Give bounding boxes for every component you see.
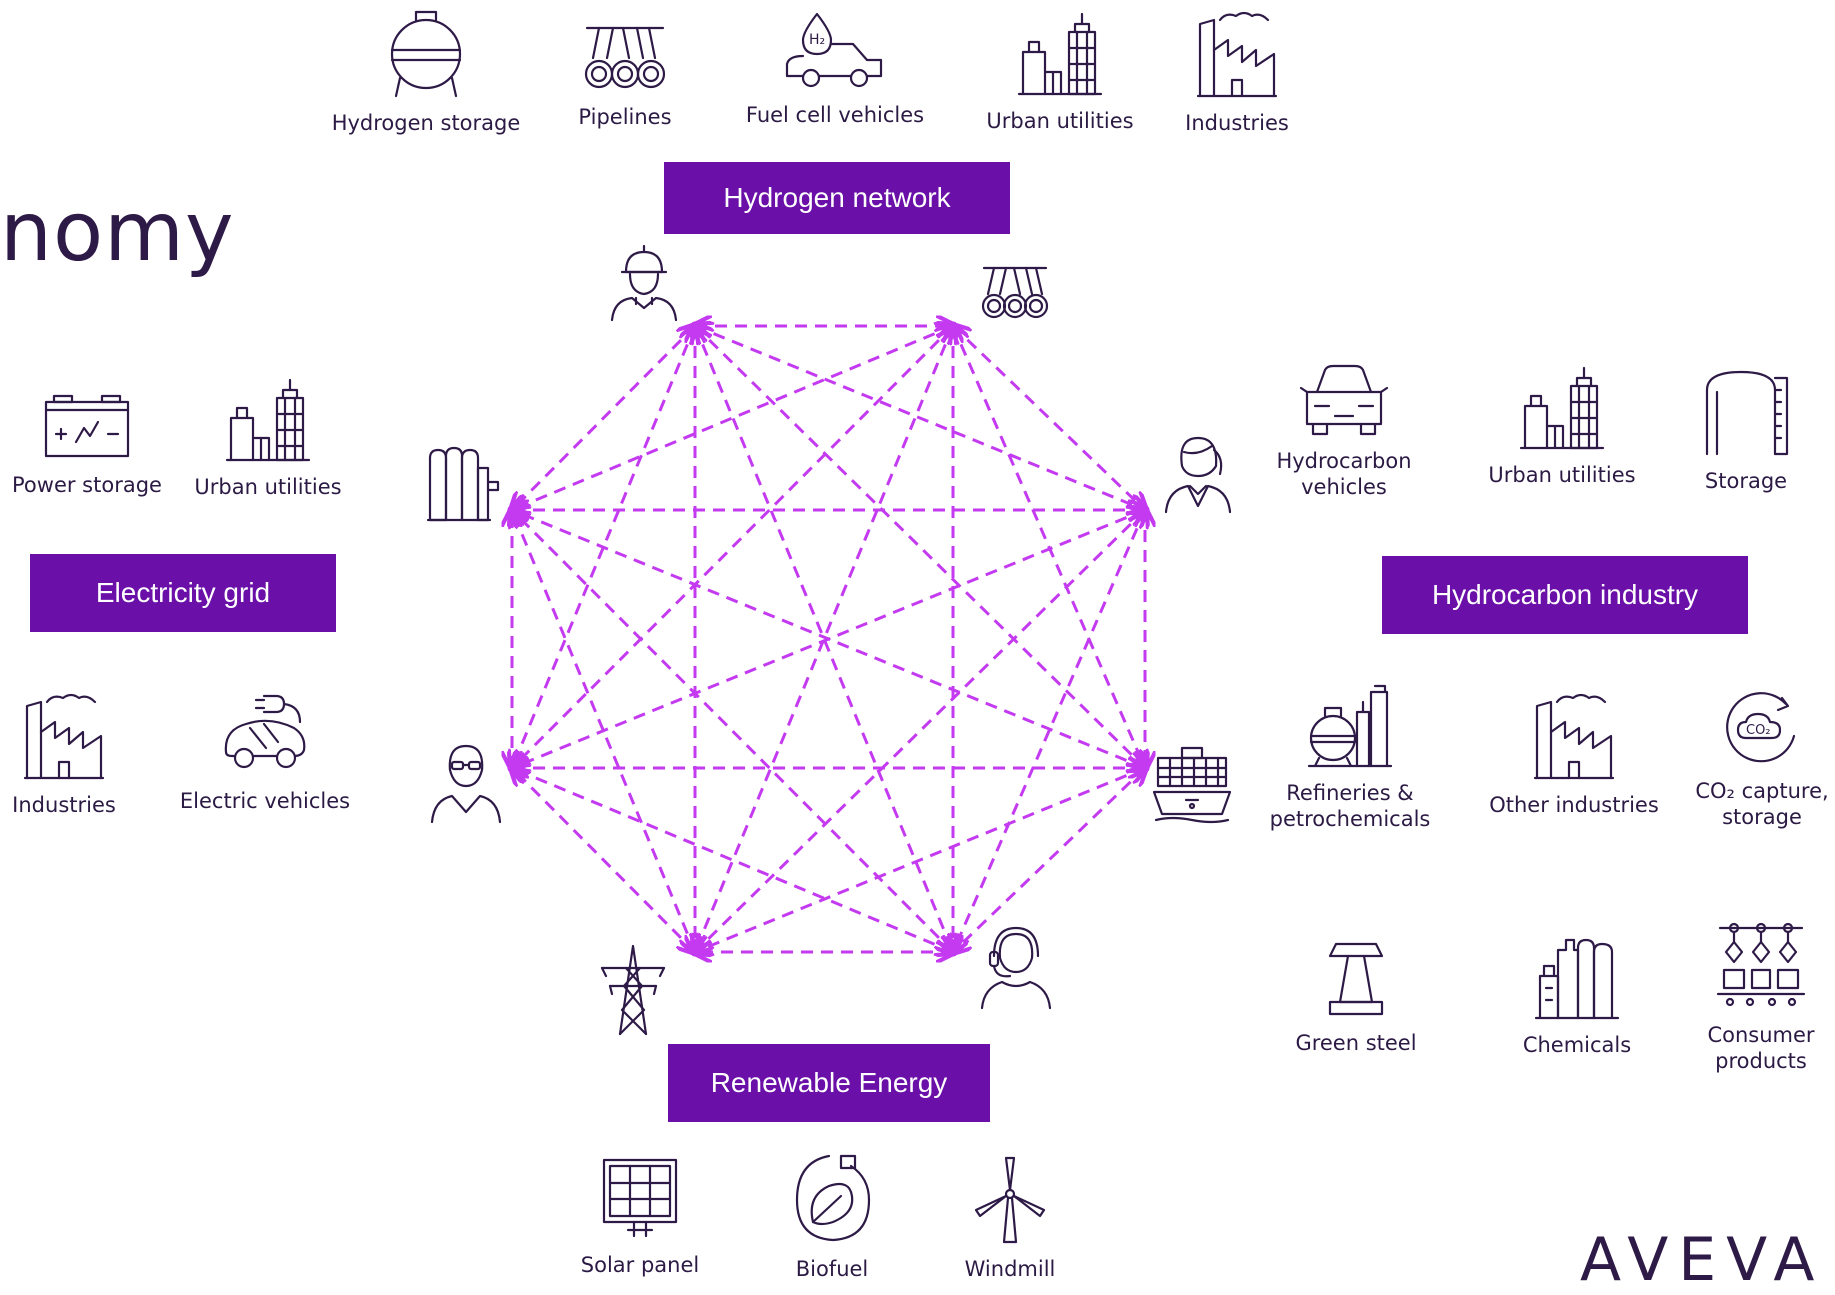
item-label: Solar panel [580, 1253, 700, 1277]
urban-utilities-e-item: Urban utilities [188, 376, 348, 500]
item-label: Pipelines [578, 105, 672, 129]
storage-item: Storage [1686, 368, 1806, 494]
conveyor-icon [1716, 922, 1806, 1007]
person-glasses-icon [430, 744, 502, 824]
electric-vehicles-item: Electric vehicles [180, 692, 350, 814]
windmill-icon [974, 1156, 1046, 1244]
factory-icon [23, 693, 105, 780]
chemicals-item: Chemicals [1512, 930, 1642, 1058]
item-label: Chemicals [1522, 1033, 1632, 1057]
biofuel-icon [795, 1154, 871, 1242]
item-label: Industries [1185, 111, 1289, 135]
refineries-item: Refineries & petrochemicals [1262, 682, 1438, 833]
engineer-icon [610, 244, 678, 322]
connection-line [953, 326, 1145, 510]
person-glasses-node [426, 740, 506, 829]
chemical-tanks-icon [1534, 938, 1620, 1020]
urban-utilities-hc-item: Urban utilities [1482, 364, 1642, 488]
item-label: Hydrogen storage [331, 111, 521, 135]
item-label: Biofuel [795, 1257, 869, 1281]
connection-line [695, 768, 1145, 952]
connection-line [695, 326, 1145, 510]
operator-headset-icon [980, 926, 1052, 1010]
item-label: Green steel [1295, 1031, 1417, 1055]
fuel-cell-vehicles-item: H₂ Fuel cell vehicles [740, 10, 930, 128]
pipelines-item: Pipelines [560, 24, 690, 130]
item-label: Refineries & petrochemicals [1269, 781, 1431, 832]
co2-icon: CO₂ [1726, 692, 1796, 763]
h2-car-icon: H₂ [785, 12, 883, 88]
page-title: nomy [0, 185, 235, 280]
gas-cylinders-icon [426, 446, 500, 522]
item-label: Urban utilities [986, 109, 1134, 133]
factory-icon [1533, 693, 1615, 780]
businesswoman-icon [1164, 436, 1232, 514]
businesswoman-node [1160, 430, 1236, 519]
city-buildings-icon [225, 378, 311, 462]
urban-utilities-h-item: Urban utilities [980, 10, 1140, 134]
solar-panel-icon [602, 1158, 678, 1238]
refinery-icon [1307, 684, 1393, 768]
item-label: Urban utilities [1488, 463, 1636, 487]
battery-icon [44, 394, 130, 458]
car-icon [1299, 364, 1389, 436]
other-industries-item: Other industries [1484, 692, 1664, 818]
engineer-node [606, 242, 682, 327]
connection-line [695, 510, 1145, 952]
cargo-ship-icon [1152, 746, 1232, 824]
hydrogen-storage-item: Hydrogen storage [332, 10, 520, 136]
connection-line [512, 768, 695, 952]
pipelines-icon [584, 26, 666, 89]
consumer-products-item: Consumer products [1696, 922, 1826, 1075]
svg-text:H₂: H₂ [809, 32, 825, 48]
connection-line [512, 326, 953, 510]
electricity-grid-banner: Electricity grid [30, 554, 336, 632]
item-label: Power storage [12, 473, 162, 497]
hydrogen-network-banner: Hydrogen network [664, 162, 1010, 234]
connection-line [512, 768, 953, 952]
item-label: Urban utilities [194, 475, 342, 499]
connection-line [953, 326, 1145, 768]
item-label: Other industries [1489, 793, 1659, 817]
storage-tank-icon [1705, 370, 1789, 456]
renewable-energy-banner: Renewable Energy [668, 1044, 990, 1122]
item-label: Consumer products [1707, 1023, 1815, 1074]
cargo-ship-node [1152, 744, 1232, 829]
factory-icon [1196, 11, 1278, 98]
hydrocarbon-vehicles-item: Hydrocarbon vehicles [1262, 362, 1426, 501]
gas-cylinders-node [424, 442, 504, 527]
spherical-tank-icon [390, 10, 462, 98]
connection-line [953, 768, 1145, 952]
item-label: Storage [1704, 469, 1788, 493]
city-buildings-icon [1017, 12, 1103, 96]
item-label: Fuel cell vehicles [745, 103, 925, 127]
connection-line [512, 510, 953, 952]
industries-e-item: Industries [2, 692, 126, 818]
industries-h-item: Industries [1172, 10, 1302, 136]
transmission-tower-icon [600, 944, 666, 1036]
steel-beam-icon [1328, 942, 1384, 1016]
co2-capture-item: CO₂ CO₂ capture, storage [1692, 690, 1832, 831]
svg-text:CO₂: CO₂ [1746, 723, 1771, 738]
item-label: Hydrocarbon vehicles [1276, 449, 1412, 500]
network-connections [0, 0, 1835, 1263]
solar-panel-item: Solar panel [570, 1156, 710, 1278]
connection-line [695, 326, 1145, 768]
hydrocarbon-industry-banner: Hydrocarbon industry [1382, 556, 1748, 634]
city-buildings-icon [1519, 366, 1605, 450]
item-label: Industries [12, 793, 116, 817]
pipeline-node [980, 264, 1050, 329]
connection-line [953, 510, 1145, 952]
electric-car-icon [224, 694, 306, 769]
item-label: Electric vehicles [179, 789, 351, 813]
tower-node [596, 944, 670, 1041]
green-steel-item: Green steel [1295, 940, 1417, 1056]
pipelines-icon [981, 266, 1049, 319]
operator-node [976, 926, 1056, 1015]
connection-line [512, 326, 695, 510]
connection-line [512, 326, 953, 768]
power-storage-item: Power storage [2, 390, 172, 498]
item-label: Windmill [964, 1257, 1056, 1281]
item-label: CO₂ capture, storage [1695, 779, 1829, 830]
